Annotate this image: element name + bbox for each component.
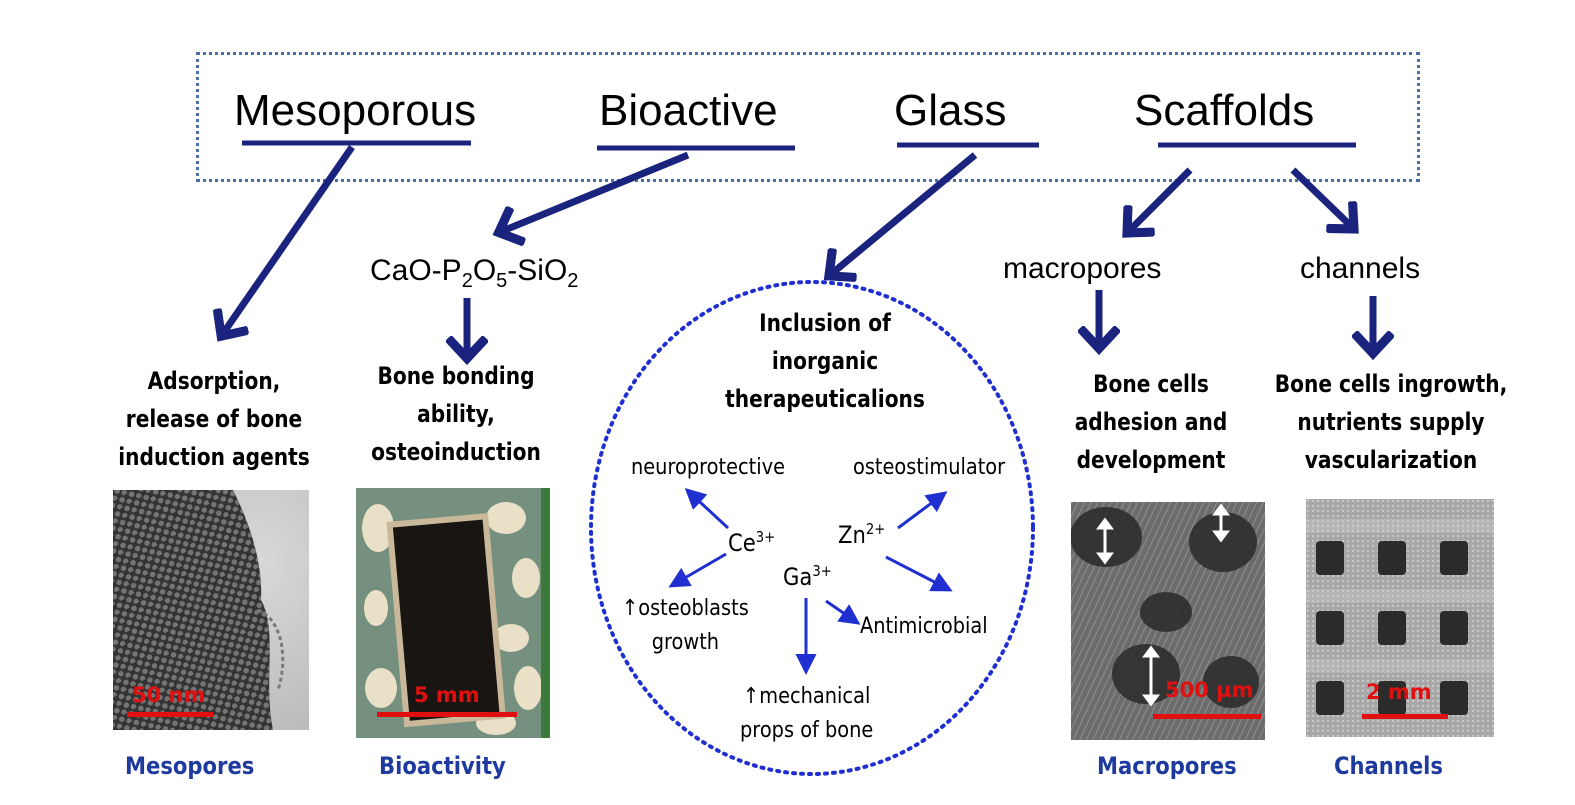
scale-label-mesopores: 50 nm xyxy=(132,683,206,707)
scale-label-macropores: 500 µm xyxy=(1165,678,1254,702)
histology-bioactivity-image xyxy=(356,488,550,738)
label-channels: channels xyxy=(1300,252,1421,285)
title-word-glass: Glass xyxy=(894,86,1007,135)
title-word-bioactive: Bioactive xyxy=(599,86,778,135)
arrow-bioactive-to-composition xyxy=(500,151,690,232)
ion-ce: Ce3+ xyxy=(728,528,776,557)
arrow-scaffolds-to-macropores xyxy=(1128,167,1193,232)
sem-channels-image xyxy=(1306,499,1494,737)
arrow-zn-to-antimicrobial xyxy=(885,555,953,592)
caption-channels: Channels xyxy=(1334,752,1443,780)
ion-zn: Zn2+ xyxy=(838,520,886,549)
title-word-mesoporous: Mesoporous xyxy=(234,86,477,135)
ions-circle xyxy=(589,280,1035,776)
effect-neuroprotective: neuroprotective xyxy=(631,455,785,480)
scale-bar-mesopores xyxy=(127,712,213,717)
effect-antimicrobial: Antimicrobial xyxy=(860,614,988,639)
sem-macropores-image xyxy=(1071,502,1265,740)
caption-mesopores: Mesopores xyxy=(125,752,255,780)
ion-ga: Ga3+ xyxy=(783,562,832,591)
scale-label-channels: 2 mm xyxy=(1366,680,1432,704)
title-word-scaffolds: Scaffolds xyxy=(1134,86,1315,135)
caption-bioactivity: Bioactivity xyxy=(379,752,506,780)
arrow-scaffolds-to-channels xyxy=(1290,167,1353,228)
tem-mesopores-image xyxy=(113,490,309,730)
effect-osteostimulator: osteostimulator xyxy=(853,455,1006,480)
composition-formula: CaO-P2O5-SiO2 xyxy=(370,254,579,292)
arrow-zn-to-osteostimulator xyxy=(897,491,948,530)
scale-bar-macropores xyxy=(1153,714,1261,719)
arrow-ce-to-neuroprotective xyxy=(684,487,730,530)
arrow-ce-to-osteoblasts xyxy=(668,552,727,588)
arrow-mesoporous-to-adsorption xyxy=(222,145,355,335)
scale-bar-bioactivity xyxy=(377,712,517,717)
scale-bar-channels xyxy=(1362,714,1448,719)
caption-macropores: Macropores xyxy=(1097,752,1237,780)
title-box xyxy=(196,52,1420,182)
label-macropores: macropores xyxy=(1003,252,1162,285)
scale-label-bioactivity: 5 mm xyxy=(414,683,480,707)
arrow-glass-to-ions xyxy=(830,152,978,275)
arrow-ga-to-antimicrobial xyxy=(825,599,861,625)
